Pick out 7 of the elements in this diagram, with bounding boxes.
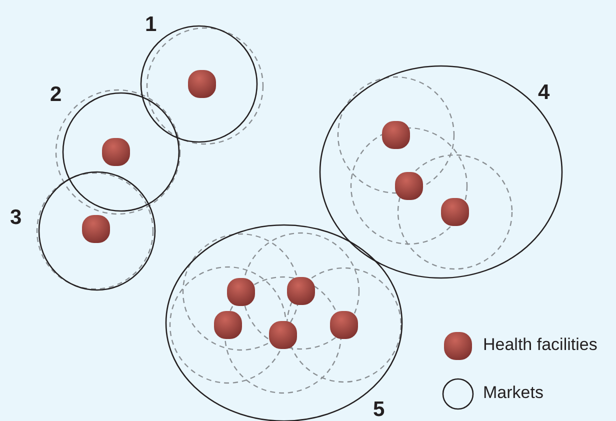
legend-label: Markets: [483, 384, 544, 401]
legend-label: Health facilities: [483, 336, 598, 353]
callout-number: 1: [145, 14, 157, 35]
callout-number: 2: [50, 84, 62, 105]
callout-number: 5: [373, 399, 385, 420]
callout-number: 4: [538, 82, 550, 103]
callout-number: 3: [10, 207, 22, 228]
